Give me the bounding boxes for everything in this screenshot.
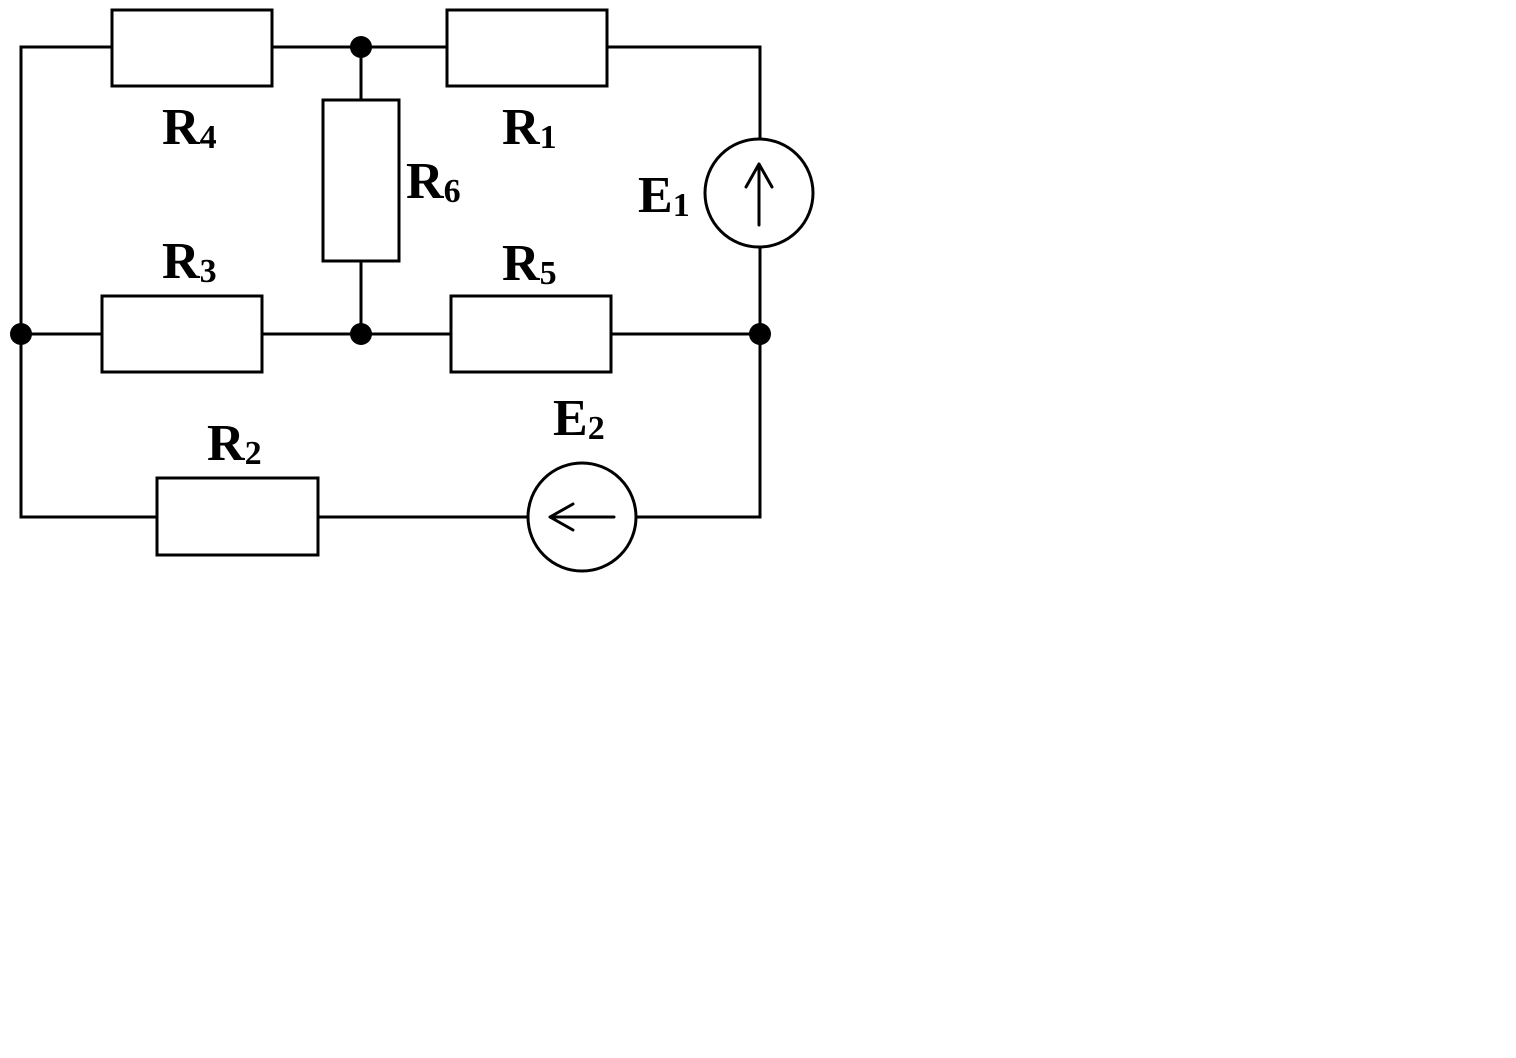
junction-node-center <box>350 323 372 345</box>
resistor-r1 <box>445 8 609 88</box>
label-r5: R5 <box>502 235 557 292</box>
junction-node-left <box>10 323 32 345</box>
wires <box>19 45 762 519</box>
label-e2: E2 <box>553 390 605 447</box>
label-r3: R3 <box>162 233 217 290</box>
resistor-r4 <box>110 8 274 88</box>
junction-node-top <box>350 36 372 58</box>
label-r1: R1 <box>502 99 557 156</box>
resistor-r2 <box>155 476 320 557</box>
label-r6: R6 <box>406 153 461 210</box>
arrow-left-icon <box>548 502 616 532</box>
resistor-r5 <box>449 294 613 374</box>
arrow-up-icon <box>744 162 774 227</box>
source-e1 <box>703 137 815 249</box>
resistor-r6 <box>321 98 401 263</box>
source-e2 <box>526 461 638 573</box>
label-e1: E1 <box>638 167 690 224</box>
resistor-r3 <box>100 294 264 374</box>
junction-node-right <box>749 323 771 345</box>
label-r4: R4 <box>162 99 217 156</box>
label-r2: R2 <box>207 415 262 472</box>
